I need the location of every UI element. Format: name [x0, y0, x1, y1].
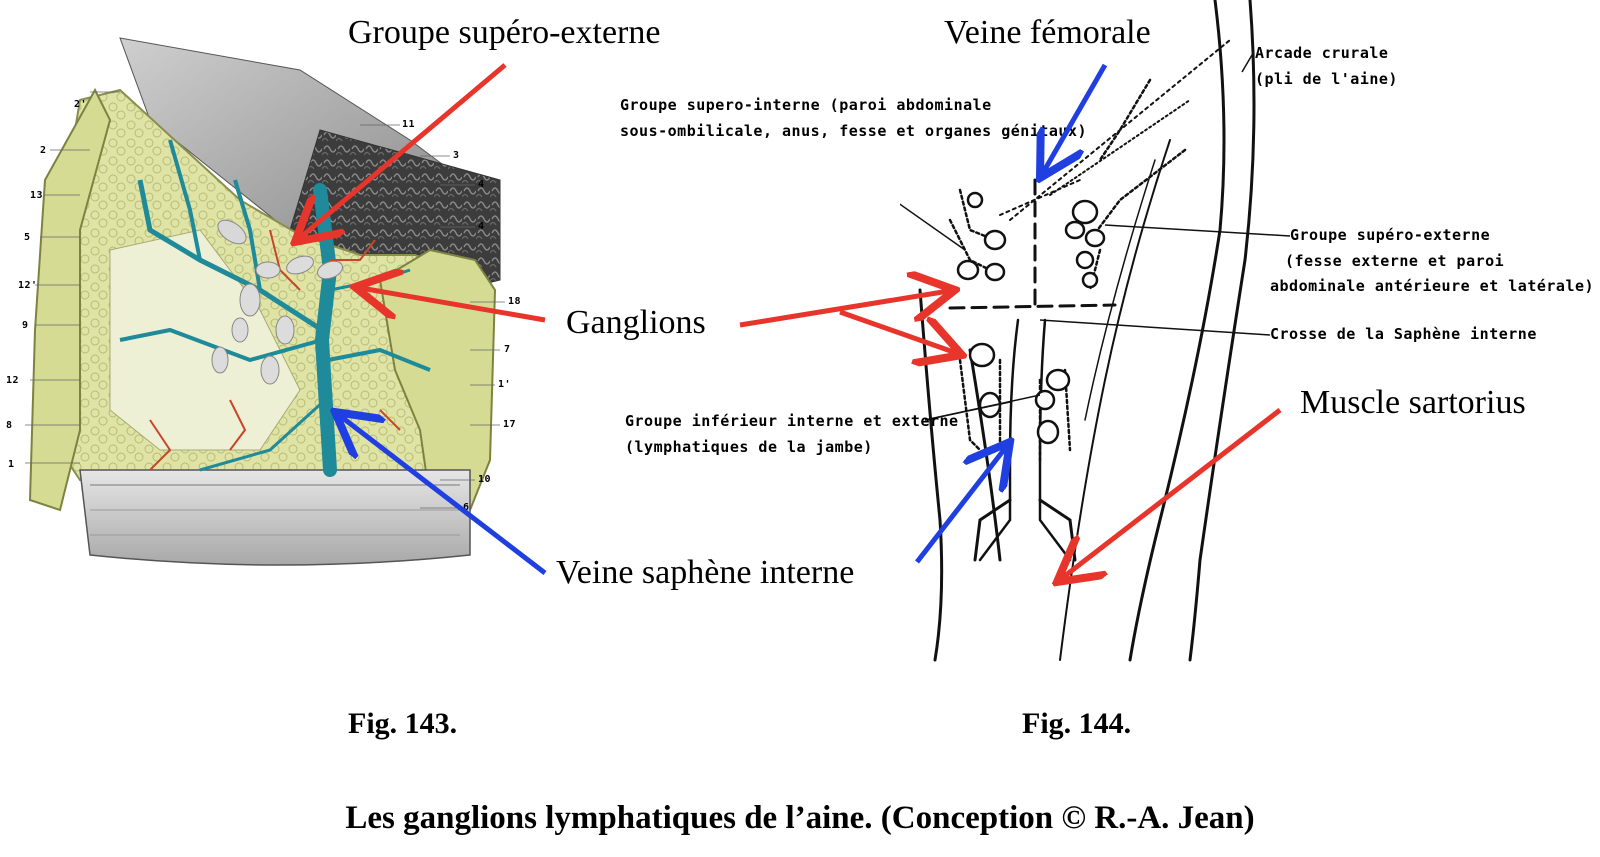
- fig143-num: 12': [18, 280, 38, 291]
- fig143-num: 4: [478, 221, 485, 232]
- fig143-num: 9: [22, 320, 29, 331]
- fig143-num: 7: [504, 344, 511, 355]
- fig143-num: 2': [74, 99, 88, 110]
- fig143-illustration: [25, 37, 505, 566]
- crosse-saphene-label: Crosse de la Saphène interne: [1270, 325, 1537, 343]
- fig143-num: 2: [40, 145, 47, 156]
- fig143-num: 1: [8, 459, 15, 470]
- fig143-num: 18: [508, 296, 522, 307]
- label-muscle-sartorius: Muscle sartorius: [1300, 384, 1526, 421]
- groupe-supero-interne-label: Groupe supero-interne (paroi abdominale …: [620, 96, 1088, 140]
- label-veine-femorale: Veine fémorale: [944, 14, 1151, 51]
- fig143-num: 12: [6, 375, 20, 386]
- fig143-num: 8: [6, 420, 13, 431]
- fig143-num: 6: [463, 502, 470, 513]
- fig143-num: 1': [498, 379, 512, 390]
- fig143-num: 10: [478, 474, 492, 485]
- label-groupe-supero-externe: Groupe supéro-externe: [348, 14, 661, 51]
- fig143-label: Fig. 143.: [348, 707, 458, 740]
- fig143-num: 3: [453, 150, 460, 161]
- label-veine-saphene-interne: Veine saphène interne: [556, 554, 855, 591]
- fig144-label: Fig. 144.: [1022, 707, 1132, 740]
- groupe-supero-externe-desc2: abdominale antérieure et latérale): [1270, 277, 1595, 295]
- fig143-num: 11: [402, 119, 416, 130]
- arcade-crurale-label: Arcade crurale (pli de l'aine): [1255, 44, 1398, 88]
- groupe-supero-externe-desc: (fesse externe et paroi: [1285, 252, 1505, 270]
- fig143-num: 5: [24, 232, 31, 243]
- fig143-num: 4: [478, 179, 485, 190]
- fig143-num: 17: [503, 419, 517, 430]
- groupe-inferieur-label: Groupe inférieur interne et externe (lym…: [625, 412, 959, 456]
- groupe-supero-externe-annotation: Groupe supéro-externe: [1290, 226, 1491, 244]
- fig143-num: 13: [30, 190, 44, 201]
- caption: Les ganglions lymphatiques de l’aine. (C…: [345, 800, 1255, 836]
- label-ganglions: Ganglions: [566, 304, 706, 341]
